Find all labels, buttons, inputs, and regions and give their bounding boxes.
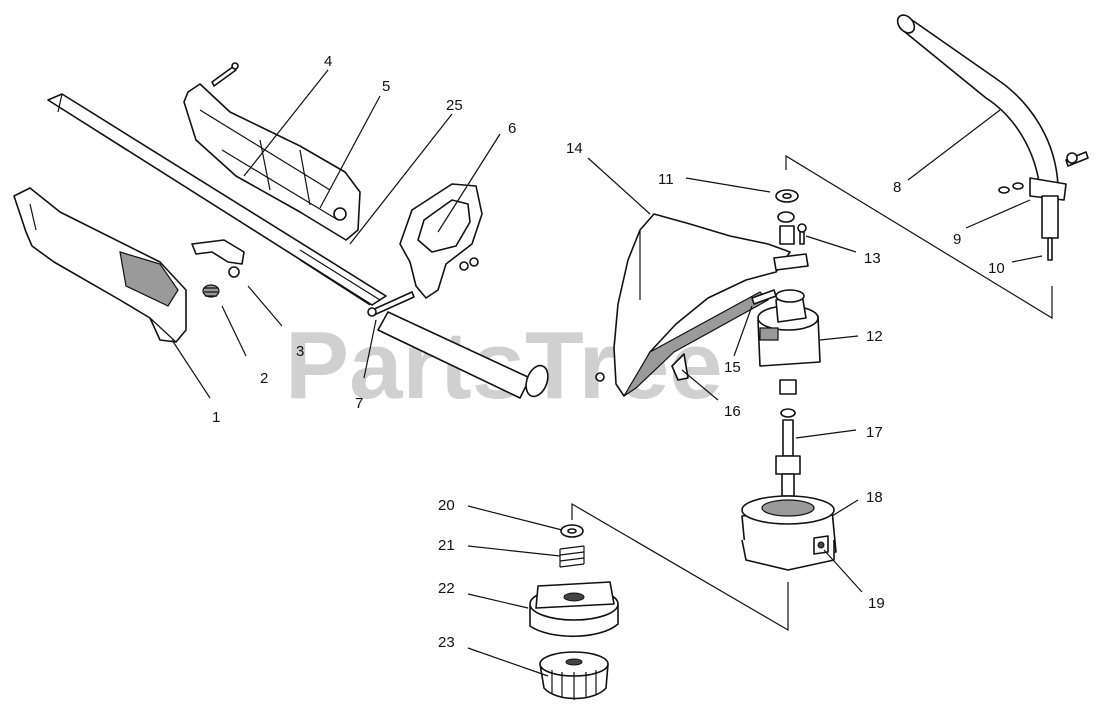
eyelet: [813, 535, 829, 555]
clamp-screw: [797, 223, 807, 245]
rear-handle-housing: [13, 187, 187, 343]
spool-spring: [559, 545, 585, 568]
guard-screw: [595, 372, 605, 382]
clamp-bolt: [1065, 151, 1089, 167]
callout-1: 1: [212, 409, 220, 426]
callout-13: 13: [864, 250, 881, 267]
drive-cable-end: [1041, 195, 1059, 261]
callout-17: 17: [866, 424, 883, 441]
callout-9: 9: [953, 231, 961, 248]
callout-25: 25: [446, 97, 463, 114]
leader-lines: [171, 69, 1043, 677]
callout-23: 23: [438, 634, 455, 651]
gear-head-housing: [757, 289, 821, 367]
upper-drive-shaft-bent: [896, 14, 1059, 191]
callout-19: 19: [868, 595, 885, 612]
connector-bolt: [367, 291, 415, 317]
callout-18: 18: [866, 489, 883, 506]
assembly-line-gear-head: [785, 154, 1053, 320]
callout-8: 8: [893, 179, 901, 196]
guard-bracket: [773, 253, 809, 271]
spool-knob: [539, 651, 609, 700]
line-cutter-blade: [671, 353, 689, 381]
trimmer-guard: [613, 213, 791, 397]
callout-2: 2: [260, 370, 268, 387]
spool-housing: [741, 495, 837, 571]
handle-housing-half: [183, 83, 361, 241]
upper-shaft-tube: [47, 93, 387, 306]
shaft-clamp: [1029, 177, 1067, 201]
callout-15: 15: [724, 359, 741, 376]
callout-7: 7: [355, 395, 363, 412]
drive-shaft-arbor: [775, 419, 801, 497]
lower-shaft-tube: [377, 311, 549, 399]
trigger-spring: [202, 284, 220, 298]
callout-12: 12: [866, 328, 883, 345]
arbor-washer: [780, 408, 796, 418]
callout-3: 3: [296, 343, 304, 360]
callout-labels: 1 2 3 4 5 25 6 7 8 9 10 11 13 12 14 15 1…: [212, 53, 1005, 651]
arbor-nut: [779, 379, 797, 395]
housing-screw: [211, 62, 239, 87]
spool-reel: [529, 581, 619, 638]
loop-handle: [399, 183, 483, 299]
callout-22: 22: [438, 580, 455, 597]
callout-21: 21: [438, 537, 455, 554]
callout-14: 14: [566, 140, 583, 157]
spool-washer: [560, 524, 584, 538]
callout-20: 20: [438, 497, 455, 514]
callout-6: 6: [508, 120, 516, 137]
assembly-line-spool: [571, 502, 789, 632]
throttle-trigger: [191, 239, 245, 278]
callout-11: 11: [658, 171, 674, 188]
spacer-washer: [777, 211, 795, 223]
clamp-washers: [998, 182, 1024, 194]
washer: [775, 189, 799, 203]
callout-5: 5: [382, 78, 390, 95]
callout-16: 16: [724, 403, 741, 420]
callout-10: 10: [988, 260, 1005, 277]
callout-4: 4: [324, 53, 332, 70]
clamp-bushing: [779, 225, 795, 245]
